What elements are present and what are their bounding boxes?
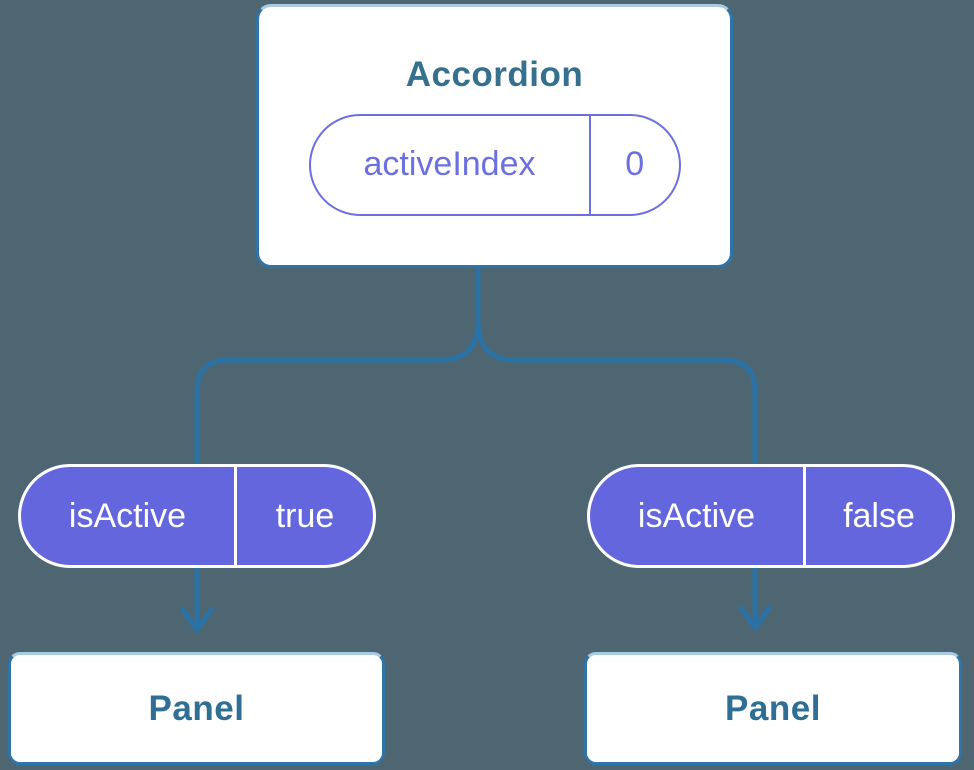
prop-pill-isactive-true: isActive true: [18, 464, 376, 568]
arrowhead-right-icon: [738, 605, 772, 631]
state-pill-value: 0: [625, 145, 645, 183]
panel-node-title: Panel: [725, 688, 821, 728]
accordion-node-title: Accordion: [405, 54, 584, 94]
prop-pill-divider: [803, 467, 806, 565]
panel-node-title: Panel: [148, 688, 245, 728]
prop-pill-divider: [234, 467, 237, 565]
state-pill-label: activeIndex: [363, 145, 536, 183]
accordion-node: Accordion activeIndex 0: [256, 4, 733, 268]
prop-pill-isactive-false: isActive false: [587, 464, 955, 568]
prop-pill-label: isActive: [68, 496, 187, 535]
panel-node-right: Panel: [584, 652, 962, 765]
prop-pill-value: true: [275, 496, 335, 535]
prop-pill-label: isActive: [637, 496, 756, 535]
prop-pill-value: false: [843, 496, 915, 535]
panel-node-left: Panel: [8, 652, 385, 765]
state-pill-divider: [588, 115, 591, 214]
connector-right-branch: [475, 266, 758, 624]
arrowhead-left-icon: [180, 607, 214, 633]
state-pill-activeindex: activeIndex 0: [308, 113, 681, 216]
connector-left-branch: [194, 266, 481, 626]
